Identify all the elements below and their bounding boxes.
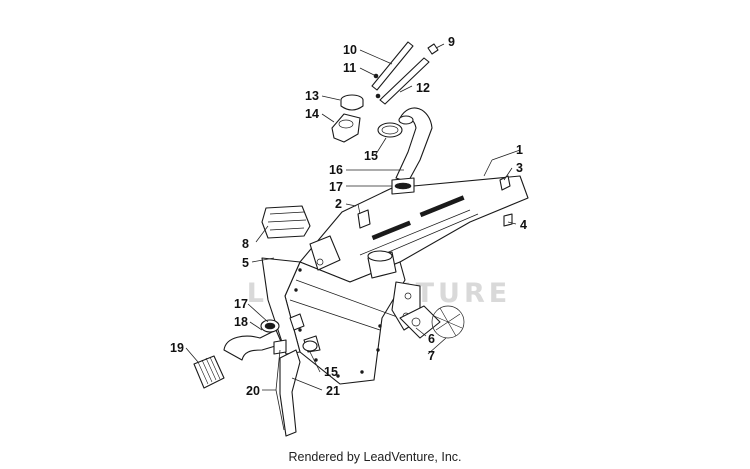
callout-9: 9 (448, 35, 455, 49)
callout-8: 8 (242, 237, 249, 251)
callout-7: 7 (428, 349, 435, 363)
callout-19: 19 (170, 341, 184, 355)
callout-10: 10 (343, 43, 357, 57)
callout-16: 16 (329, 163, 343, 177)
fasteners (357, 43, 513, 229)
callout-6: 6 (428, 332, 435, 346)
callout-15-upper: 15 (364, 149, 378, 163)
radiator-cap-assembly (331, 94, 364, 143)
leader-lines (185, 43, 521, 431)
callout-15-lower: 15 (324, 365, 338, 379)
lower-hoses (193, 313, 321, 437)
callout-numbers: 1 2 3 4 5 6 7 8 9 10 11 12 13 14 15 15 1… (170, 35, 527, 398)
callout-13: 13 (305, 89, 319, 103)
screen-panel (261, 205, 311, 239)
callout-21: 21 (326, 384, 340, 398)
callout-5: 5 (242, 256, 249, 270)
callout-18: 18 (234, 315, 248, 329)
mount-bracket (399, 305, 465, 339)
callout-1: 1 (516, 143, 523, 157)
callout-11: 11 (343, 61, 356, 75)
callout-3: 3 (516, 161, 523, 175)
callout-12: 12 (416, 81, 430, 95)
callout-17-lower: 17 (234, 297, 248, 311)
render-credit: Rendered by LeadVenture, Inc. (288, 450, 462, 464)
callout-14: 14 (305, 107, 319, 121)
callout-2: 2 (335, 197, 342, 211)
callout-4: 4 (520, 218, 527, 232)
callout-20: 20 (246, 384, 260, 398)
radiator-housing (261, 175, 529, 385)
upper-hoses (371, 41, 433, 195)
callout-17-upper: 17 (329, 180, 343, 194)
